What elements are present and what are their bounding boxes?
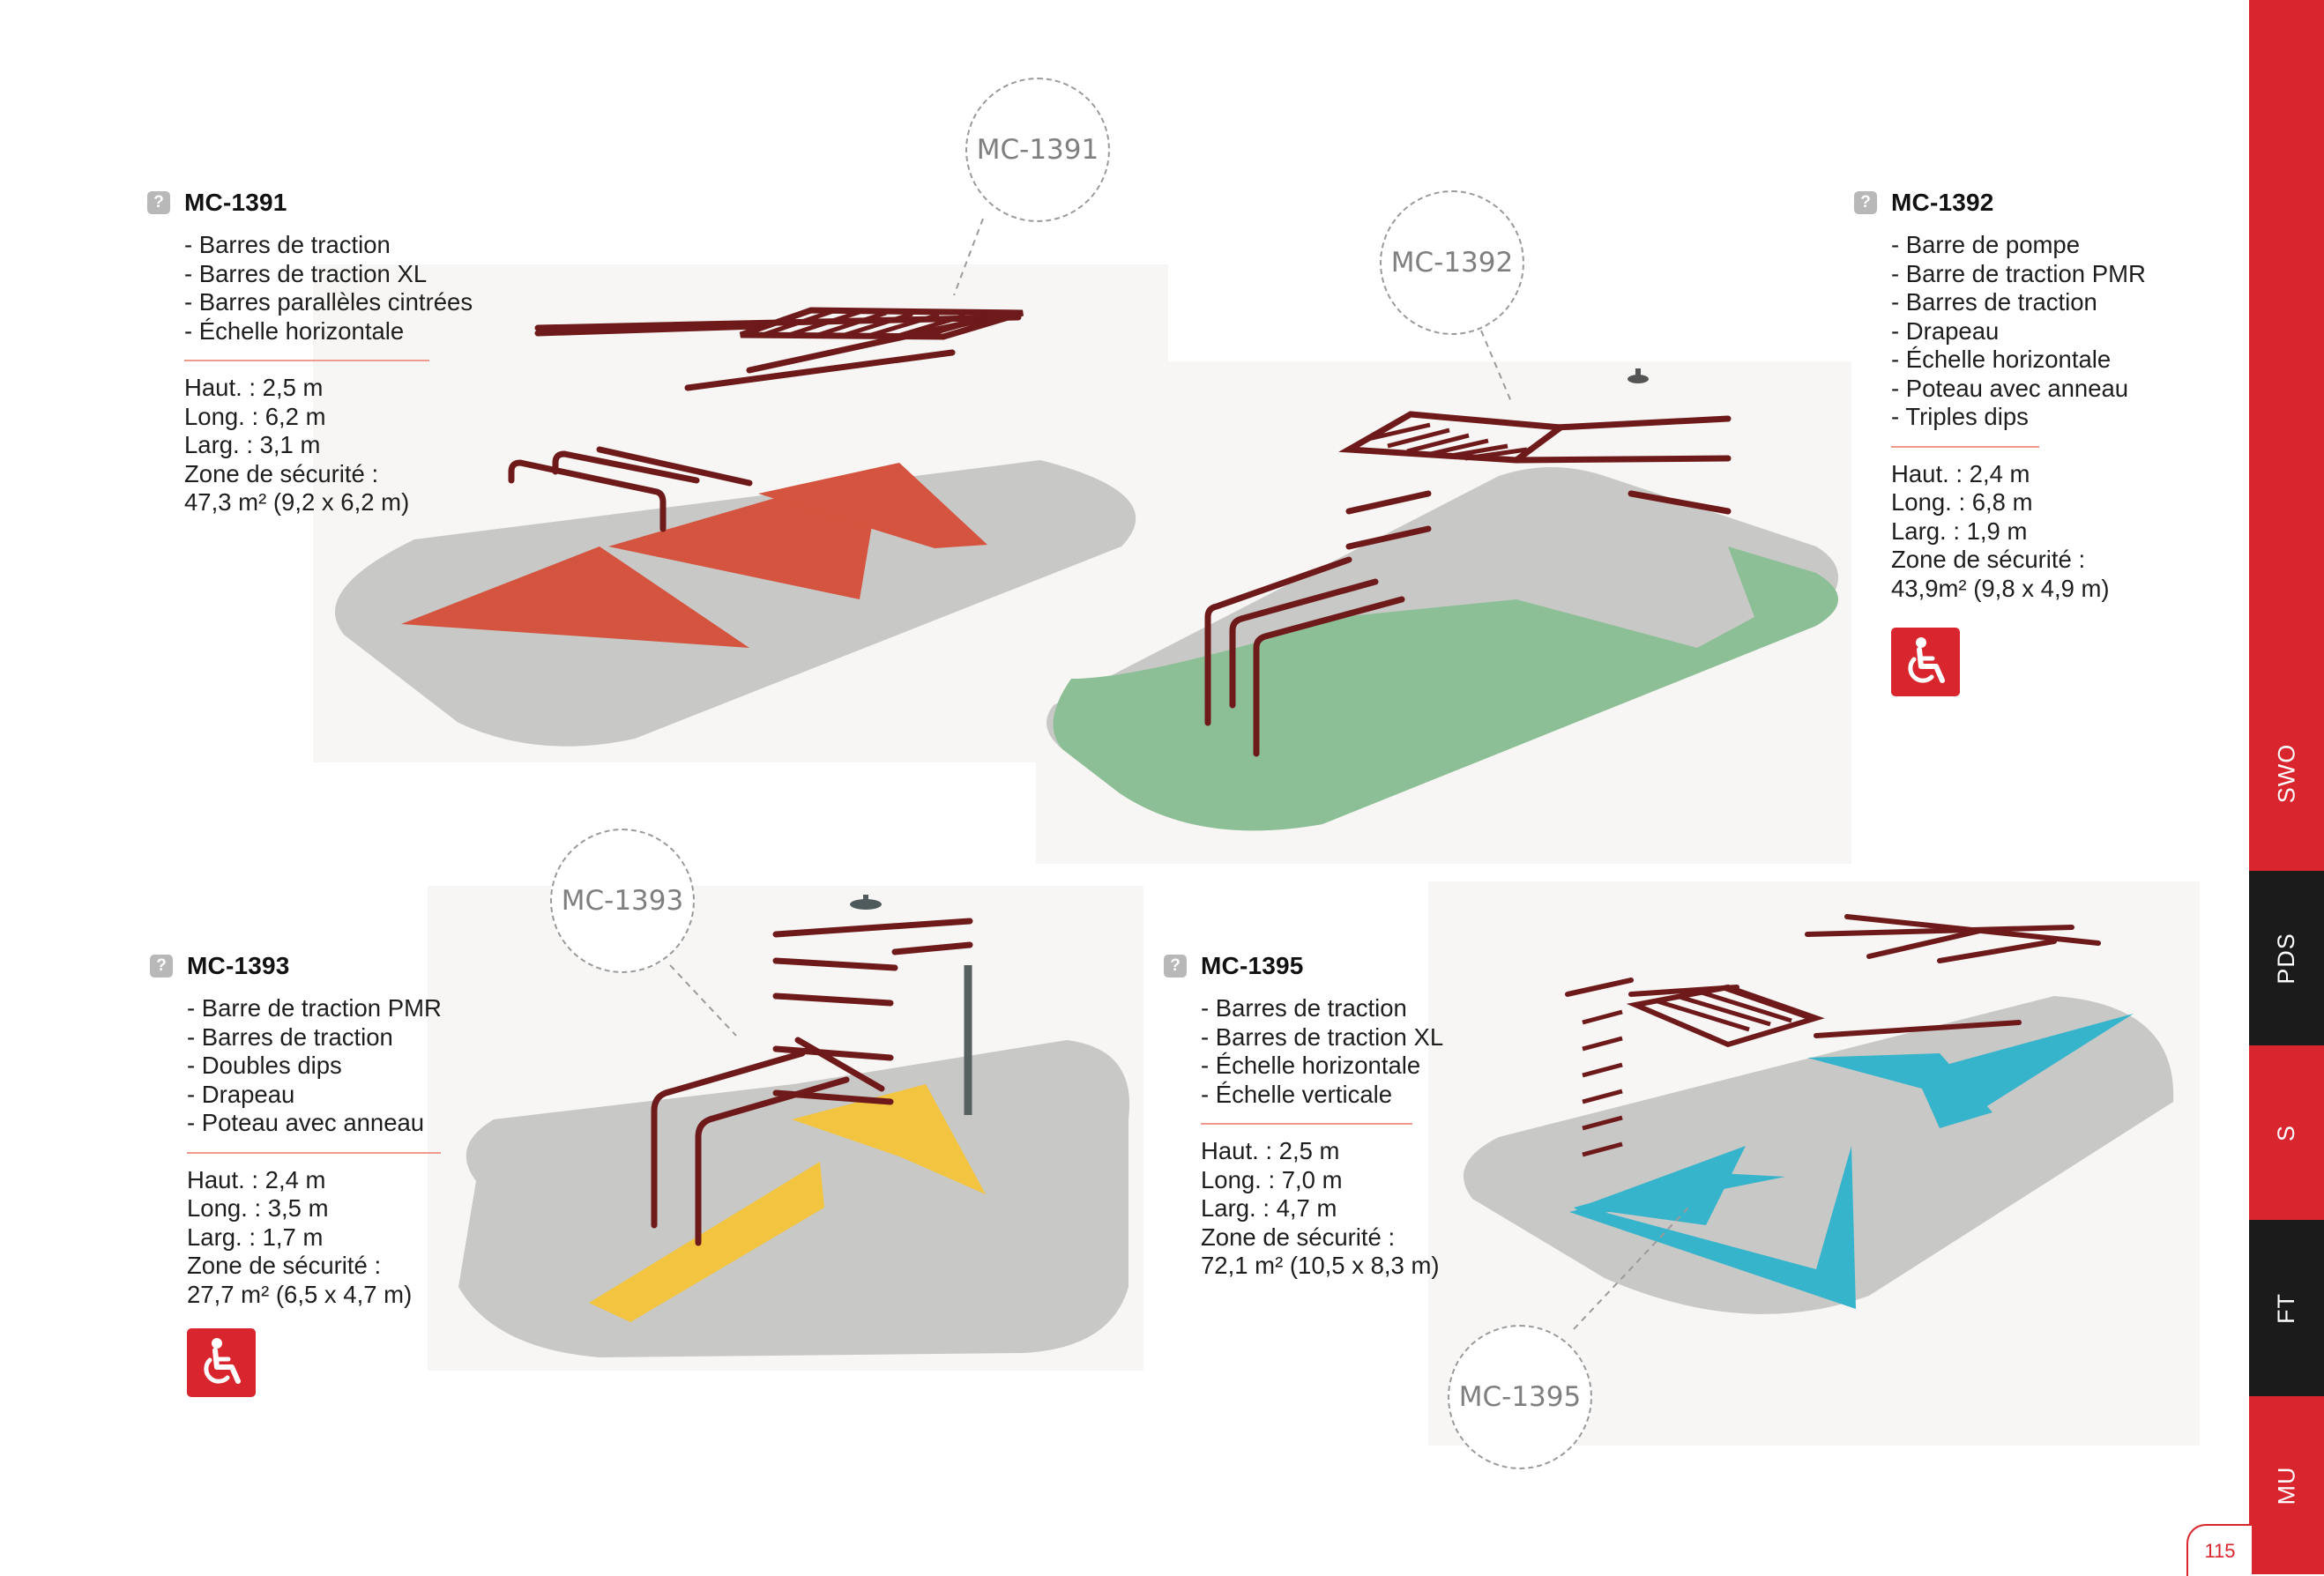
feature-item: - Échelle verticale [1201,1080,1393,1108]
feature-list: - Barre de traction PMR - Barres de trac… [187,994,442,1138]
feature-item: - Barre de traction PMR [1891,259,2146,287]
feature-item: - Drapeau [187,1080,295,1108]
product-header: ? MC-1393 [150,950,442,982]
feature-item: - Triples dips [1891,403,2029,430]
spec-list: Haut. : 2,4 m Long. : 3,5 m Larg. : 1,7 … [187,1166,442,1310]
product-mc1391: ? MC-1391 - Barres de traction - Barres … [147,187,473,517]
sidebar-tab-label: MU [2273,1466,2299,1505]
spec-width: Larg. : 4,7 m [1201,1194,1337,1222]
spec-length: Long. : 6,8 m [1891,488,2033,516]
wheelchair-badge [187,1328,256,1397]
mc1395-illustration [1464,895,2174,1314]
sidebar-tab-pds[interactable]: PDS [2249,871,2324,1045]
spec-height: Haut. : 2,5 m [184,374,324,401]
spec-width: Larg. : 1,9 m [1891,517,2028,545]
spec-safety-label: Zone de sécurité : [184,459,379,487]
sidebar-tab-label: FT [2273,1292,2299,1324]
spec-list: Haut. : 2,5 m Long. : 7,0 m Larg. : 4,7 … [1201,1137,1443,1281]
sidebar-tab-label: S [2272,1124,2299,1141]
mc1393-illustration [458,895,1130,1357]
product-code: MC-1391 [184,189,287,216]
feature-item: - Barres de traction [187,1022,393,1051]
sidebar-tab-swo[interactable]: SWO [2249,0,2324,871]
feature-list: - Barres de traction - Barres de tractio… [1201,994,1443,1109]
feature-item: - Barres parallèles cintrées [184,288,473,316]
feature-item: - Barres de traction XL [184,259,428,287]
callout-mc1391: MC-1391 [965,78,1110,222]
spec-height: Haut. : 2,4 m [1891,459,2030,487]
feature-item: - Drapeau [1891,316,2000,345]
product-header: ? MC-1391 [147,187,473,219]
product-mc1393: ? MC-1393 - Barre de traction PMR - Barr… [150,950,442,1397]
spec-height: Haut. : 2,4 m [187,1165,326,1193]
spec-safety-label: Zone de sécurité : [1891,546,2086,573]
spec-safety-value: 27,7 m² (6,5 x 4,7 m) [187,1280,413,1308]
sidebar-tab-label: SWO [2273,743,2299,804]
sidebar-tab-ft[interactable]: FT [2249,1220,2324,1396]
feature-list: - Barres de traction - Barres de tractio… [184,231,473,346]
divider [187,1151,441,1154]
product-code: MC-1395 [1201,952,1304,979]
feature-item: - Échelle horizontale [184,316,405,345]
sidebar-tab-s[interactable]: S [2249,1045,2324,1220]
divider [184,360,429,361]
mc1392-illustration [1047,368,1838,831]
sidebar-tab-label: PDS [2273,932,2299,985]
spec-safety-value: 47,3 m² (9,2 x 6,2 m) [184,488,410,516]
help-icon[interactable]: ? [1854,191,1877,214]
feature-item: - Barre de pompe [1891,231,2080,258]
page-number: 115 [2186,1524,2252,1576]
product-mc1392: ? MC-1392 - Barre de pompe - Barre de tr… [1854,187,2146,696]
sidebar-tab-mu[interactable]: MU [2249,1396,2324,1574]
callout-mc1393: MC-1393 [550,829,695,973]
product-code: MC-1393 [187,952,290,979]
callout-mc1395: MC-1395 [1448,1325,1592,1469]
feature-item: - Échelle horizontale [1891,346,2112,373]
product-header: ? MC-1392 [1854,187,2146,219]
help-icon[interactable]: ? [147,191,170,214]
product-header: ? MC-1395 [1164,950,1443,982]
spec-safety-value: 43,9m² (9,8 x 4,9 m) [1891,574,2110,602]
feature-list: - Barre de pompe - Barre de traction PMR… [1891,231,2146,432]
callout-mc1392: MC-1392 [1380,190,1524,335]
feature-item: - Échelle horizontale [1201,1052,1421,1079]
divider [1891,445,2039,448]
feature-item: - Barres de traction [1891,288,2097,316]
wheelchair-icon [204,1338,241,1384]
spec-width: Larg. : 3,1 m [184,431,321,458]
feature-item: - Poteau avec anneau [187,1109,425,1136]
wheelchair-icon [1908,637,1945,683]
feature-item: - Barres de traction [184,231,391,258]
spec-safety-label: Zone de sécurité : [187,1252,382,1279]
spec-list: Haut. : 2,5 m Long. : 6,2 m Larg. : 3,1 … [184,374,473,517]
feature-item: - Barres de traction XL [1201,1022,1444,1051]
spec-length: Long. : 6,2 m [184,402,326,430]
product-code: MC-1392 [1891,189,1994,216]
divider [1201,1123,1412,1125]
spec-list: Haut. : 2,4 m Long. : 6,8 m Larg. : 1,9 … [1891,460,2146,604]
help-icon[interactable]: ? [1164,955,1187,978]
mc1391-illustration [335,303,1136,747]
spec-length: Long. : 3,5 m [187,1194,329,1222]
spec-width: Larg. : 1,7 m [187,1223,324,1251]
spec-safety-label: Zone de sécurité : [1201,1223,1396,1251]
spec-length: Long. : 7,0 m [1201,1165,1343,1193]
wheelchair-badge [1891,628,1960,696]
product-mc1395: ? MC-1395 - Barres de traction - Barres … [1164,950,1443,1281]
feature-item: - Doubles dips [187,1052,342,1079]
feature-item: - Poteau avec anneau [1891,374,2129,402]
feature-item: - Barre de traction PMR [187,994,442,1022]
section-sidebar: SWO PDS S FT MU [2249,0,2324,1574]
feature-item: - Barres de traction [1201,994,1407,1022]
spec-height: Haut. : 2,5 m [1201,1137,1340,1164]
spec-safety-value: 72,1 m² (10,5 x 8,3 m) [1201,1252,1440,1279]
help-icon[interactable]: ? [150,955,173,978]
